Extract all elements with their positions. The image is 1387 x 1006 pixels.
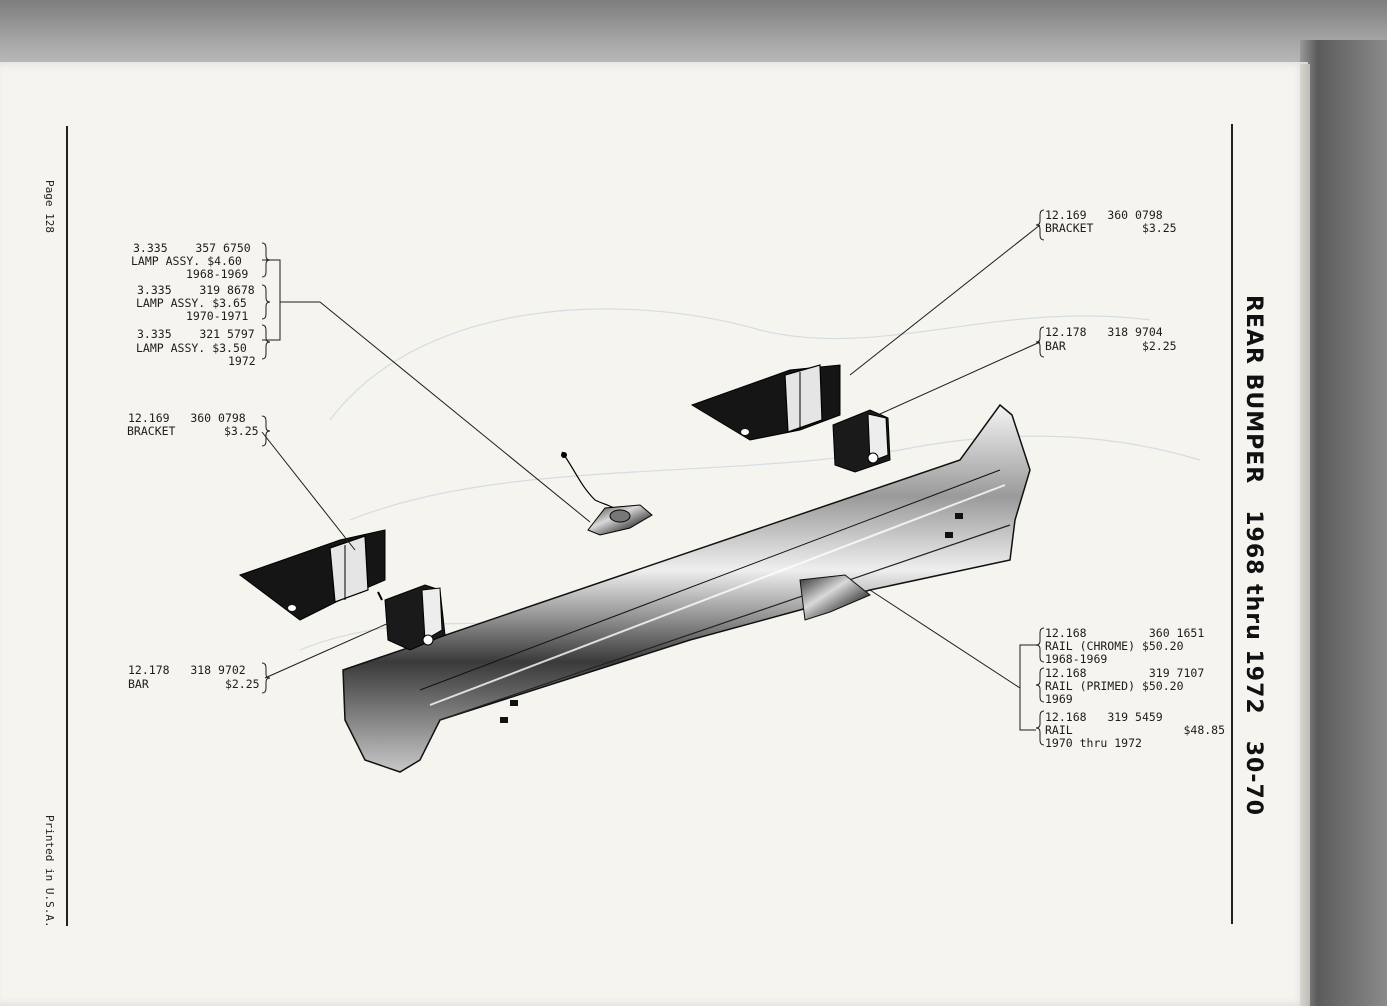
part-code: 12.168 xyxy=(1045,710,1087,724)
left-bracket-drawing xyxy=(238,529,386,621)
part-price: $3.25 xyxy=(223,424,259,438)
scan-background-right xyxy=(1300,40,1387,1006)
catalog-page xyxy=(0,62,1308,1006)
part-name: LAMP ASSY. xyxy=(136,341,206,355)
part-price: $2.25 xyxy=(224,677,260,691)
part-name: BAR xyxy=(1045,339,1066,353)
part-number: 318 9702 xyxy=(190,663,246,677)
part-years: 1968-1969 xyxy=(1045,652,1108,666)
scan-background-top xyxy=(0,0,1387,64)
part-code: 12.178 xyxy=(1045,325,1087,339)
part-price: $2.25 xyxy=(1141,339,1177,353)
part-number: 360 0798 xyxy=(1107,208,1163,222)
part-years: 1970 thru 1972 xyxy=(1045,736,1142,750)
part-number: 321 5797 xyxy=(199,327,255,341)
right-bracket-drawing xyxy=(690,364,841,441)
part-code: 12.168 xyxy=(1045,626,1087,640)
part-price: $4.60 xyxy=(207,254,242,268)
part-number: 360 0798 xyxy=(190,411,246,425)
part-number: 319 8678 xyxy=(199,283,255,297)
part-price: $50.20 xyxy=(1141,679,1184,693)
text-braces xyxy=(261,209,1045,746)
part-name: RAIL xyxy=(1045,723,1073,737)
part-price: $3.50 xyxy=(212,341,247,355)
part-code: 12.168 xyxy=(1045,666,1087,680)
page-edge xyxy=(1300,64,1310,1006)
part-name: BRACKET xyxy=(1045,221,1094,235)
part-name: RAIL (PRIMED) xyxy=(1045,679,1136,693)
part-years: 1969 xyxy=(1045,692,1073,706)
part-years: 1970-1971 xyxy=(186,309,249,323)
part-name: BAR xyxy=(128,677,149,691)
part-price: $48.85 xyxy=(1183,723,1226,737)
part-name: RAIL (CHROME) xyxy=(1045,639,1136,653)
part-price: $3.65 xyxy=(212,296,247,310)
part-code: 3.335 xyxy=(137,283,172,297)
part-years: 1968-1969 xyxy=(186,267,249,281)
left-bar-drawing xyxy=(377,584,446,651)
part-code: 3.335 xyxy=(137,327,172,341)
part-number: 357 6750 xyxy=(195,241,251,255)
part-number: 360 1651 xyxy=(1148,626,1205,640)
part-code: 12.178 xyxy=(128,663,170,677)
part-code: 12.169 xyxy=(1045,208,1087,222)
part-name: BRACKET xyxy=(127,424,176,438)
right-margin-rule xyxy=(1231,124,1233,924)
part-number: 318 9704 xyxy=(1107,325,1163,339)
part-number: 319 7107 xyxy=(1148,666,1205,680)
part-number: 319 5459 xyxy=(1107,710,1163,724)
part-years: 1972 xyxy=(228,354,256,368)
part-name: LAMP ASSY. xyxy=(136,296,206,310)
leader-lines xyxy=(261,224,1041,731)
part-name: LAMP ASSY. xyxy=(131,254,201,268)
left-margin-rule xyxy=(66,126,68,926)
part-price: $50.20 xyxy=(1141,639,1184,653)
bumper-rail-drawing xyxy=(342,403,1031,773)
right-bar-drawing xyxy=(832,409,891,473)
part-price: $3.25 xyxy=(1141,221,1177,235)
part-code: 12.169 xyxy=(128,411,170,425)
lamp-assembly-drawing xyxy=(561,451,653,536)
part-code: 3.335 xyxy=(133,241,168,255)
